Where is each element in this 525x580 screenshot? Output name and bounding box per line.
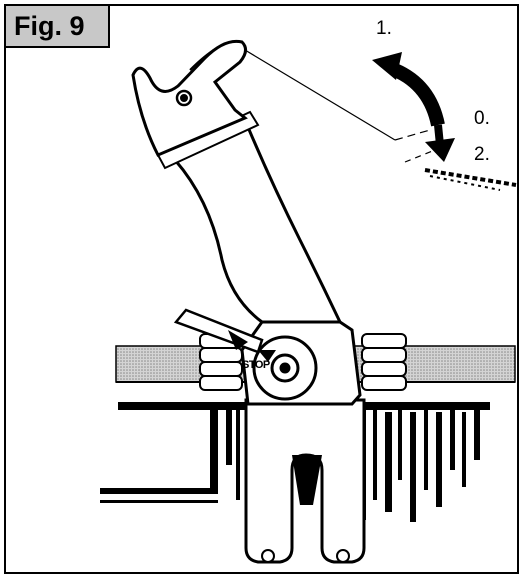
position-label-2: 2. xyxy=(474,144,490,165)
pivot-housing xyxy=(240,320,362,406)
stop-label: STOP xyxy=(242,359,270,371)
stop-lever xyxy=(173,308,264,354)
direction-arrows xyxy=(372,52,455,162)
mount-bracket xyxy=(244,398,366,564)
position-label-1: 1. xyxy=(376,18,392,39)
figure-label: Fig. 9 xyxy=(6,6,110,48)
under-deck-structure xyxy=(100,402,490,522)
reference-lines xyxy=(244,49,517,191)
lever-handle xyxy=(131,39,248,157)
position-label-0: 0. xyxy=(474,108,490,129)
bellows-right xyxy=(361,333,407,391)
